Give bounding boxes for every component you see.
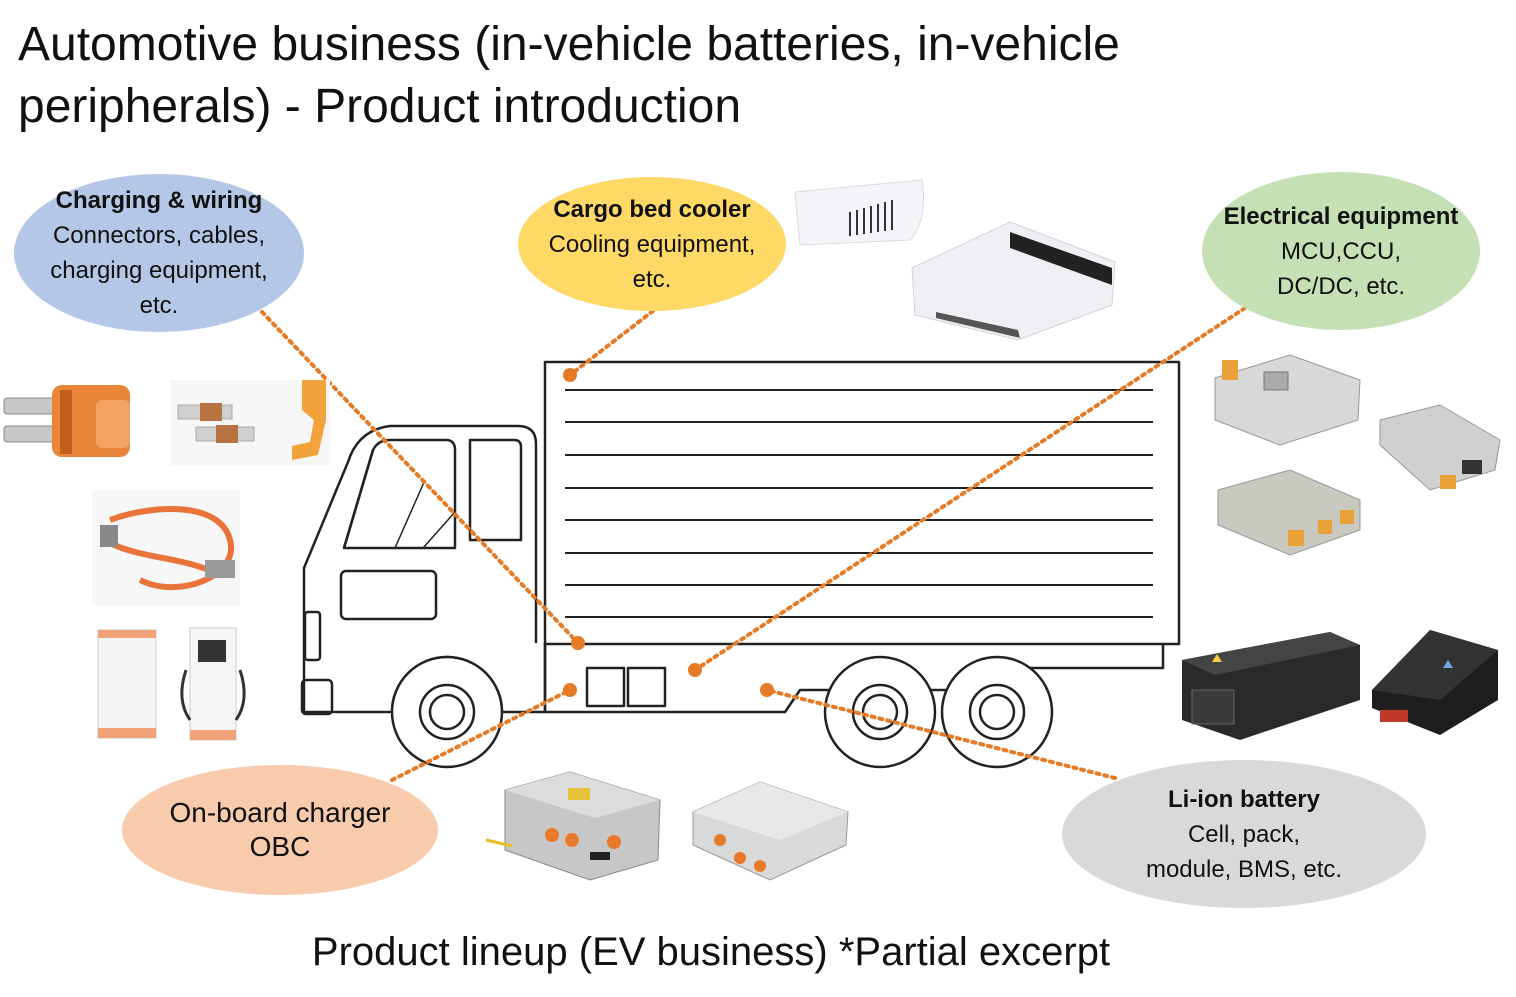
on-board-charger-bubble: On-board charger OBC — [122, 765, 438, 895]
charging-wiring-line: Connectors, cables, — [52, 222, 266, 249]
footer-caption: Product lineup (EV business) *Partial ex… — [311, 930, 1111, 974]
cab-side-window — [339, 569, 438, 621]
connector-obc — [390, 688, 572, 782]
cargo-bed-cooler-line: Cooling equipment, — [548, 230, 756, 258]
battery-pack-product-image — [1182, 632, 1360, 740]
charging-station-product-image — [97, 627, 246, 741]
li-ion-battery-bubble: Li-ion battery Cell, pack, module, BMS, … — [1062, 760, 1426, 908]
battery-bms-product-image — [1372, 630, 1498, 735]
cooler-product-image — [794, 179, 1116, 341]
cab-window — [468, 438, 523, 542]
on-board-charger-line: OBC — [249, 831, 311, 862]
dcdc-product-image — [1217, 469, 1361, 556]
chassis-box-2 — [626, 666, 667, 708]
connector-electrical — [693, 306, 1247, 672]
wheel-rear-2 — [940, 655, 1054, 769]
cargo-box — [543, 360, 1181, 646]
connector-lines — [260, 306, 1247, 782]
li-ion-battery-heading: Li-ion battery — [1167, 785, 1320, 813]
connector-cooler — [568, 309, 655, 377]
truck-bumper — [300, 678, 334, 716]
truck-outline — [300, 360, 1181, 769]
charging-wiring-line: charging equipment, — [50, 257, 268, 284]
ccu-product-image — [1379, 404, 1501, 491]
on-board-charger-heading: On-board charger — [169, 797, 391, 828]
cargo-stripes — [565, 389, 1153, 618]
li-ion-battery-line: Cell, pack, — [1187, 820, 1301, 848]
connector-product-image — [3, 385, 130, 457]
obc-product-image-2 — [692, 781, 849, 881]
cargo-bed-cooler-line: etc. — [632, 265, 672, 293]
electrical-equipment-heading: Electrical equipment — [1223, 202, 1459, 230]
cargo-bed-cooler-heading: Cargo bed cooler — [553, 195, 751, 223]
wheel-rear-1 — [823, 655, 937, 769]
chassis-box-1 — [585, 666, 626, 708]
electrical-equipment-line: MCU,CCU, — [1281, 237, 1401, 265]
cable-harness-product-image — [92, 490, 240, 605]
connector-battery — [765, 688, 1117, 780]
connector-dots — [563, 368, 774, 697]
truck-cab — [302, 424, 547, 714]
wheel-front — [390, 655, 504, 769]
obc-product-image-1 — [485, 771, 661, 881]
mcu-product-image — [1214, 354, 1361, 446]
busbar-product-image — [170, 380, 330, 465]
cargo-bed-cooler-bubble: Cargo bed cooler Cooling equipment, etc. — [518, 177, 786, 311]
truck-mirror — [303, 610, 322, 662]
connector-charging — [260, 310, 580, 645]
page-title: Automotive business (in-vehicle batterie… — [18, 18, 1120, 133]
electrical-equipment-line: DC/DC, etc. — [1276, 272, 1405, 300]
charging-wiring-line: etc. — [139, 292, 179, 319]
charging-wiring-heading: Charging & wiring — [55, 187, 263, 214]
li-ion-battery-line: module, BMS, etc. — [1145, 855, 1343, 883]
cab-windshield — [342, 438, 457, 550]
electrical-equipment-bubble: Electrical equipment MCU,CCU, DC/DC, etc… — [1202, 172, 1480, 330]
charging-wiring-bubble: Charging & wiring Connectors, cables, ch… — [14, 174, 304, 332]
